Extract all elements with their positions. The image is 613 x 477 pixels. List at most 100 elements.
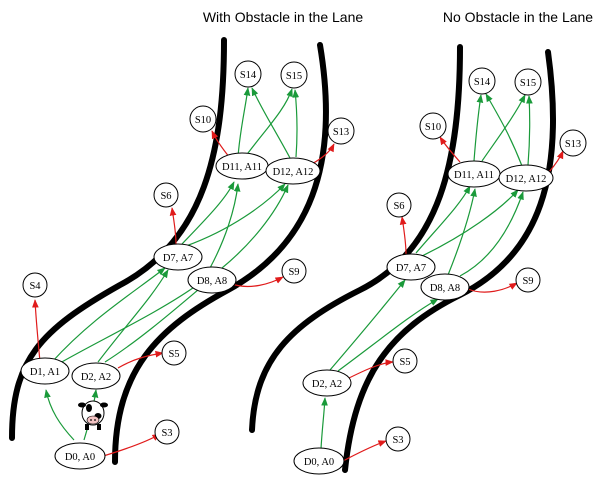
node-s15-label: S15 xyxy=(286,71,302,82)
edges-with-obstacle xyxy=(32,87,335,458)
edge-d8-d11 xyxy=(209,183,241,269)
road-left-boundary-2 xyxy=(249,44,463,433)
node2-d0: D0, A0 xyxy=(293,447,345,475)
edge2-d11-s14 xyxy=(473,94,484,162)
node2-d8: D8, A8 xyxy=(420,273,470,301)
node2-d2-label: D2, A2 xyxy=(312,379,342,390)
node2-s9-label: S9 xyxy=(522,276,533,287)
node-d1-label: D1, A1 xyxy=(30,367,60,378)
node-s14: S14 xyxy=(234,60,262,88)
node-d11-label: D11, A11 xyxy=(222,162,262,173)
edge-d11-s14 xyxy=(237,87,251,158)
edge-d7-d12 xyxy=(185,183,286,247)
node2-d11-label: D11, A11 xyxy=(454,170,494,181)
node2-s5-label: S5 xyxy=(399,357,410,368)
edge-d12-s15 xyxy=(292,89,300,158)
node2-s5: S5 xyxy=(392,348,418,374)
edge-d1-d7 xyxy=(51,267,166,363)
edge2-d7-s6 xyxy=(399,216,407,255)
node-d12-label: D12, A12 xyxy=(273,167,314,178)
edge2-d8-d11 xyxy=(447,188,477,276)
edge2-d0-s3 xyxy=(342,440,387,462)
node-s13-label: S13 xyxy=(333,127,349,138)
edge-d12-s14 xyxy=(251,87,291,159)
panel-no-obstacle: No Obstacle in the Lane xyxy=(249,9,593,475)
node-d0-label: D0, A0 xyxy=(65,452,95,463)
road-right-boundary-2 xyxy=(342,49,556,473)
edge2-d0-d2 xyxy=(320,397,328,450)
node2-s15-label: S15 xyxy=(520,78,536,89)
node2-s13: S13 xyxy=(559,129,587,157)
edge-d7-d11 xyxy=(181,181,235,245)
node2-s13-label: S13 xyxy=(565,139,581,150)
node2-d7-label: D7, A7 xyxy=(396,263,426,274)
node2-s14-label: S14 xyxy=(474,77,491,88)
edge-d11-s15 xyxy=(244,88,293,158)
node2-d12: D12, A12 xyxy=(498,164,554,192)
node-s3: S3 xyxy=(154,419,180,445)
edge2-d2-s5 xyxy=(344,359,394,381)
node2-d12-label: D12, A12 xyxy=(506,174,547,185)
edge2-d2-d7 xyxy=(329,279,406,371)
node-d0: D0, A0 xyxy=(54,442,106,470)
node-s9-label: S9 xyxy=(288,267,299,278)
node-s3-label: S3 xyxy=(161,428,172,439)
node-d8-label: D8, A8 xyxy=(197,276,227,287)
edge2-d12-s14 xyxy=(485,93,523,167)
edge2-d11-s10 xyxy=(439,136,461,163)
node-d2-label: D2, A2 xyxy=(81,372,111,383)
node-s6: S6 xyxy=(153,182,179,208)
panel-title-no-obstacle: No Obstacle in the Lane xyxy=(443,9,593,25)
node2-s10: S10 xyxy=(419,112,447,140)
edge2-d7-d11 xyxy=(415,185,471,254)
node-s10-label: S10 xyxy=(195,115,211,126)
edge-d7-s6 xyxy=(169,207,177,245)
node2-s10-label: S10 xyxy=(425,122,441,133)
node2-s6-label: S6 xyxy=(393,201,404,212)
edge-d8-d12 xyxy=(221,184,289,269)
edge-d8-s9 xyxy=(231,276,284,288)
node2-s14: S14 xyxy=(468,67,496,95)
node-d11: D11, A11 xyxy=(215,152,269,180)
node-s5-label: S5 xyxy=(168,349,179,360)
node-s6-label: S6 xyxy=(160,191,171,202)
edges-no-obstacle xyxy=(320,93,564,462)
node-s10: S10 xyxy=(189,105,217,133)
node-d12: D12, A12 xyxy=(265,157,321,185)
node2-d11: D11, A11 xyxy=(447,160,501,188)
node-d7-label: D7, A7 xyxy=(163,253,193,264)
node2-s6: S6 xyxy=(386,192,412,218)
node-s15: S15 xyxy=(280,61,308,89)
node-d7: D7, A7 xyxy=(153,243,203,271)
node2-d2: D2, A2 xyxy=(302,369,352,397)
node-s13: S13 xyxy=(327,117,355,145)
node2-s3-label: S3 xyxy=(392,435,403,446)
cow-icon xyxy=(78,400,108,430)
panel-with-obstacle: With Obstacle in the Lane xyxy=(9,9,364,470)
edge-d2-s5 xyxy=(117,350,164,369)
node-s14-label: S14 xyxy=(240,70,257,81)
panel-title-with-obstacle: With Obstacle in the Lane xyxy=(203,9,364,25)
edge-d1-d8 xyxy=(59,282,201,364)
node2-d0-label: D0, A0 xyxy=(304,457,334,468)
node-s4-label: S4 xyxy=(29,281,41,292)
edge2-d7-d12 xyxy=(421,189,519,257)
edge2-d12-s15 xyxy=(526,95,533,166)
node2-d8-label: D8, A8 xyxy=(430,283,460,294)
node-d2: D2, A2 xyxy=(71,362,121,390)
node2-s3: S3 xyxy=(385,426,411,452)
node2-d7: D7, A7 xyxy=(386,253,436,281)
edge-d2-d8 xyxy=(104,283,206,363)
node-d1: D1, A1 xyxy=(20,357,70,385)
edge-d1-s4 xyxy=(32,299,41,363)
edge2-d8-s9 xyxy=(467,282,518,293)
node-s5: S5 xyxy=(161,340,187,366)
edge-d0-s3 xyxy=(99,433,161,458)
edge2-d11-s15 xyxy=(481,94,526,162)
node2-s9: S9 xyxy=(515,267,541,293)
edge-d12-s13 xyxy=(311,143,335,165)
node-d8: D8, A8 xyxy=(187,266,237,294)
edge2-d8-d12 xyxy=(459,191,524,277)
edge-d2-d7 xyxy=(97,269,169,363)
